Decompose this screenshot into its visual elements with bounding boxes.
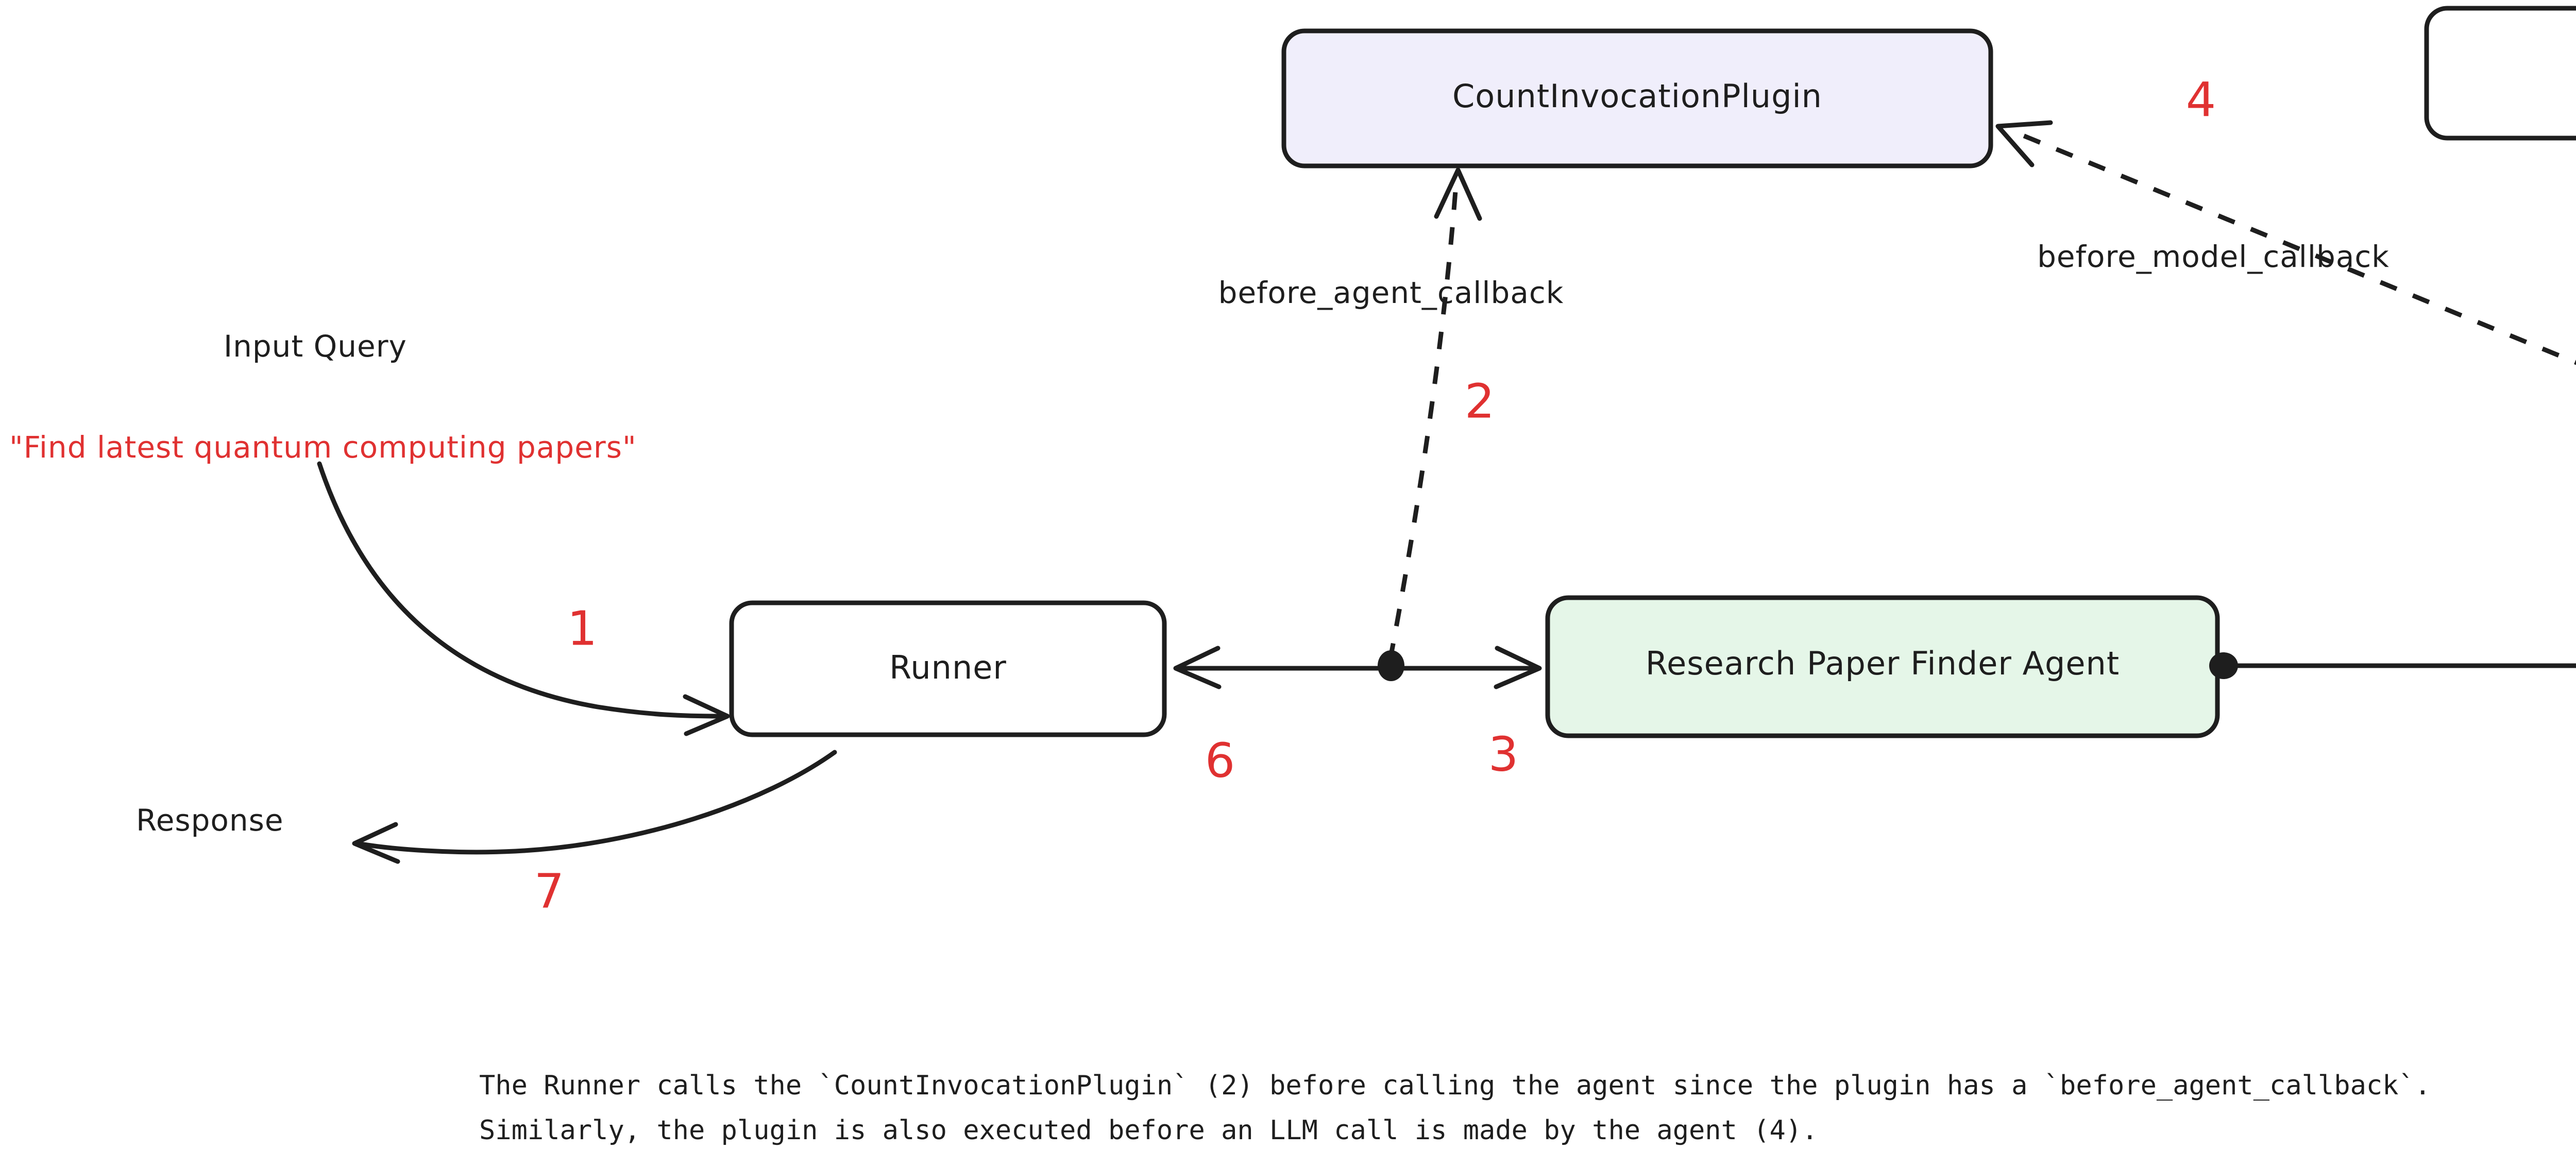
edge-2-arrowhead [1434, 167, 1482, 221]
edge-2-dashed-path [1387, 184, 1459, 661]
runner-box-label: Runner [889, 649, 1007, 686]
caption-line-1: The Runner calls the `CountInvocationPlu… [479, 1070, 2431, 1101]
agent-box-label: Research Paper Finder Agent [1646, 645, 2120, 682]
input-query-title-label: Input Query [224, 329, 407, 364]
edge-runner-to-response [352, 750, 837, 864]
plugin-box-label: CountInvocationPlugin [1452, 77, 1822, 115]
node-llm[interactable]: LLM [2424, 6, 2576, 141]
step-number-1: 1 [567, 601, 598, 656]
edge-3-arrowhead-right [1494, 646, 1542, 689]
edge-7-arrowhead [352, 822, 400, 864]
response-label: Response [136, 803, 284, 838]
edge-5-path [2223, 663, 2576, 668]
step-number-7: 7 [534, 864, 565, 919]
edge-6-arrowhead-left [1173, 646, 1222, 689]
edge-runner-agent-bidirectional [1173, 646, 1542, 689]
edge-1-path [317, 461, 725, 719]
node-research-paper-finder-agent[interactable]: Research Paper Finder Agent [1545, 595, 2220, 738]
edge-before-agent-callback [1387, 167, 1482, 661]
plugin-box[interactable] [1281, 28, 1993, 168]
edge-4-dashed-path [2008, 127, 2576, 365]
edge-7-path [358, 750, 837, 855]
edge-input-query-to-runner [317, 461, 730, 736]
step-number-3: 3 [1488, 726, 1519, 782]
junction-dot-runner-agent [1378, 650, 1404, 681]
llm-box[interactable] [2424, 6, 2576, 141]
step-number-4: 4 [2186, 72, 2216, 127]
step-number-2: 2 [1465, 374, 1495, 429]
before-agent-callback-label: before_agent_callback [1218, 275, 1564, 310]
caption-line-2: Similarly, the plugin is also executed b… [479, 1115, 1818, 1146]
edge-1-arrowhead [683, 694, 730, 736]
node-runner[interactable]: Runner [729, 600, 1167, 737]
node-count-invocation-plugin[interactable]: CountInvocationPlugin [1281, 28, 1993, 168]
edge-before-model-callback [1995, 120, 2576, 365]
runner-box[interactable] [729, 600, 1167, 737]
input-query-value-label: "Find latest quantum computing papers" [9, 430, 637, 465]
edge-agent-to-llm [2209, 652, 2576, 679]
edge-4-arrowhead [1995, 120, 2053, 167]
before-model-callback-label: before_model_callback [2037, 239, 2389, 274]
step-number-6: 6 [1205, 733, 1235, 788]
junction-dot-agent-right [2209, 652, 2238, 679]
